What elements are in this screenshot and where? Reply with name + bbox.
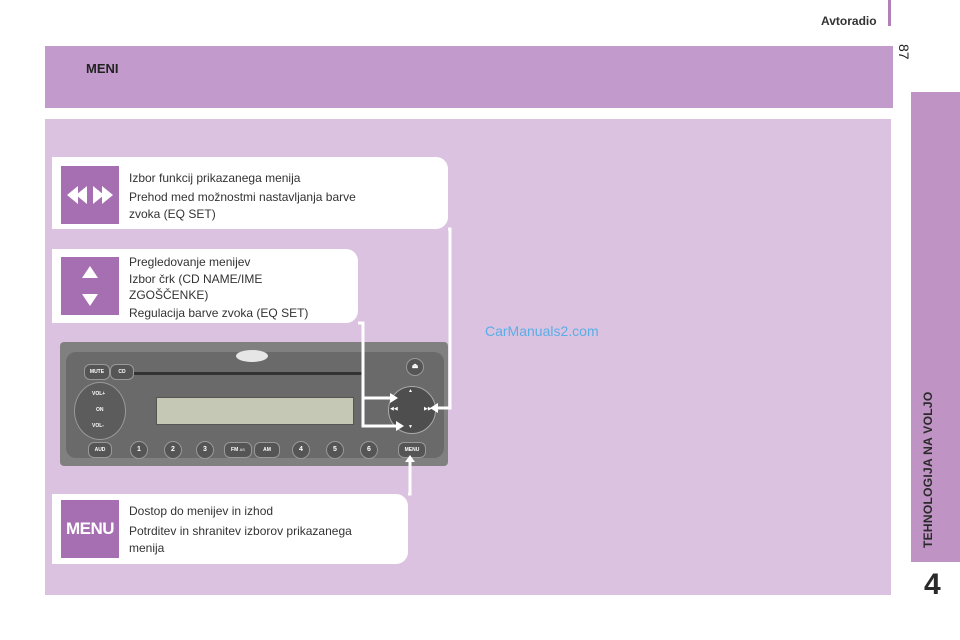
rewind-fastforward-icon — [61, 166, 119, 224]
up-down-arrows-icon — [61, 257, 119, 315]
chapter-number: 4 — [924, 568, 941, 601]
am-button[interactable]: AM — [254, 442, 280, 458]
nav-left-icon: ◀◀ — [390, 406, 398, 412]
preset-1-button[interactable]: 1 — [130, 441, 148, 459]
nav-up-icon: ▲ — [408, 388, 413, 394]
cd-button[interactable]: CD — [110, 364, 134, 380]
card-menu-line-3: menija — [129, 541, 165, 555]
vol-plus-label: VOL+ — [92, 391, 106, 397]
vol-minus-label: VOL- — [92, 423, 104, 429]
card-menu-line-1: Dostop do menijev in izhod — [129, 504, 274, 518]
card-seek-line-1: Izbor funkcij prikazanega menija — [129, 171, 301, 185]
fm-button[interactable]: FM AS — [224, 442, 252, 458]
menu-button[interactable]: MENU — [398, 442, 426, 458]
card-browse-line-3: ZGOŠČENKE) — [129, 288, 209, 302]
card-seek-line-3: zvoka (EQ SET) — [129, 207, 216, 221]
brand-logo — [236, 350, 268, 362]
card-menu-line-2: Potrditev in shranitev izborov prikazane… — [129, 524, 352, 538]
watermark: CarManuals2.com — [485, 323, 599, 339]
header-divider — [888, 0, 891, 26]
preset-4-button[interactable]: 4 — [292, 441, 310, 459]
title-band — [45, 46, 893, 108]
card-browse-line-2: Izbor črk (CD NAME/IME — [129, 272, 263, 286]
chapter-divider — [911, 562, 960, 564]
cd-slot — [128, 372, 362, 375]
preset-3-button[interactable]: 3 — [196, 441, 214, 459]
nav-right-icon: ▶▶ — [424, 406, 432, 412]
card-browse-line-1: Pregledovanje menijev — [129, 255, 251, 269]
chapter-tab — [911, 92, 960, 562]
preset-2-button[interactable]: 2 — [164, 441, 182, 459]
eject-button[interactable]: ⏏ — [406, 358, 424, 376]
radio-display — [156, 397, 354, 425]
aud-button[interactable]: AUD — [88, 442, 112, 458]
card-browse-line-4: Regulacija barve zvoka (EQ SET) — [129, 306, 309, 320]
fm-sub-label: AS — [239, 447, 245, 452]
volume-knob[interactable] — [74, 382, 126, 440]
mute-button[interactable]: MUTE — [84, 364, 110, 380]
menu-icon-label: MENU — [65, 519, 115, 538]
menu-icon: MENU — [61, 500, 119, 558]
preset-6-button[interactable]: 6 — [360, 441, 378, 459]
page-title: MENI — [86, 61, 119, 76]
section-title: Avtoradio — [821, 14, 877, 28]
card-seek-line-2: Prehod med možnostmi nastavljanja barve — [129, 190, 356, 204]
preset-5-button[interactable]: 5 — [326, 441, 344, 459]
nav-down-icon: ▼ — [408, 424, 413, 430]
on-label: ON — [96, 407, 104, 413]
fm-label: FM — [231, 447, 239, 453]
